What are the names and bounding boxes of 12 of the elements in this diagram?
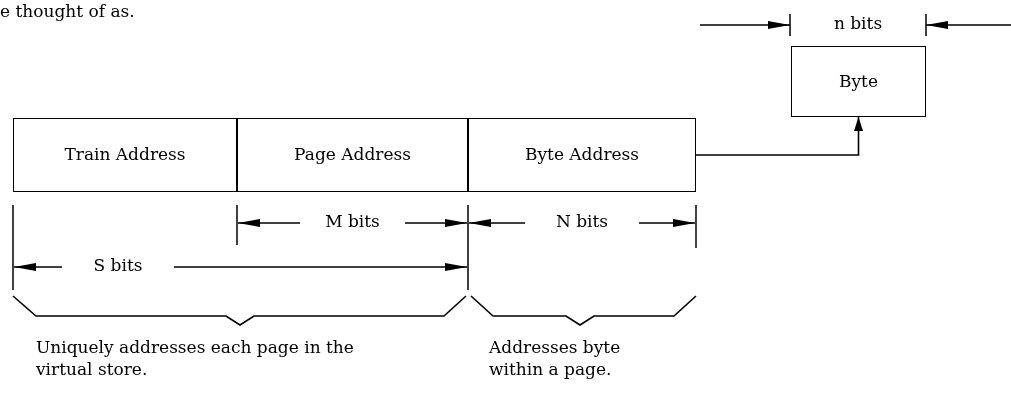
note-text: Addresses byte within a page.	[489, 336, 622, 380]
address-field-cell	[13, 118, 237, 192]
address-field-cell	[237, 118, 468, 192]
address-field-cell	[468, 118, 696, 192]
box-label: Train Address	[64, 144, 186, 166]
byte-box	[791, 46, 926, 117]
arrow	[695, 116, 863, 156]
box-label: Byte	[839, 70, 878, 93]
box-label: Page Address	[294, 144, 411, 166]
note-text: Uniquely addresses each page in the virtual store.	[36, 336, 355, 380]
note-text: e thought of as.	[0, 0, 136, 22]
box-label: Byte Address	[524, 144, 640, 166]
